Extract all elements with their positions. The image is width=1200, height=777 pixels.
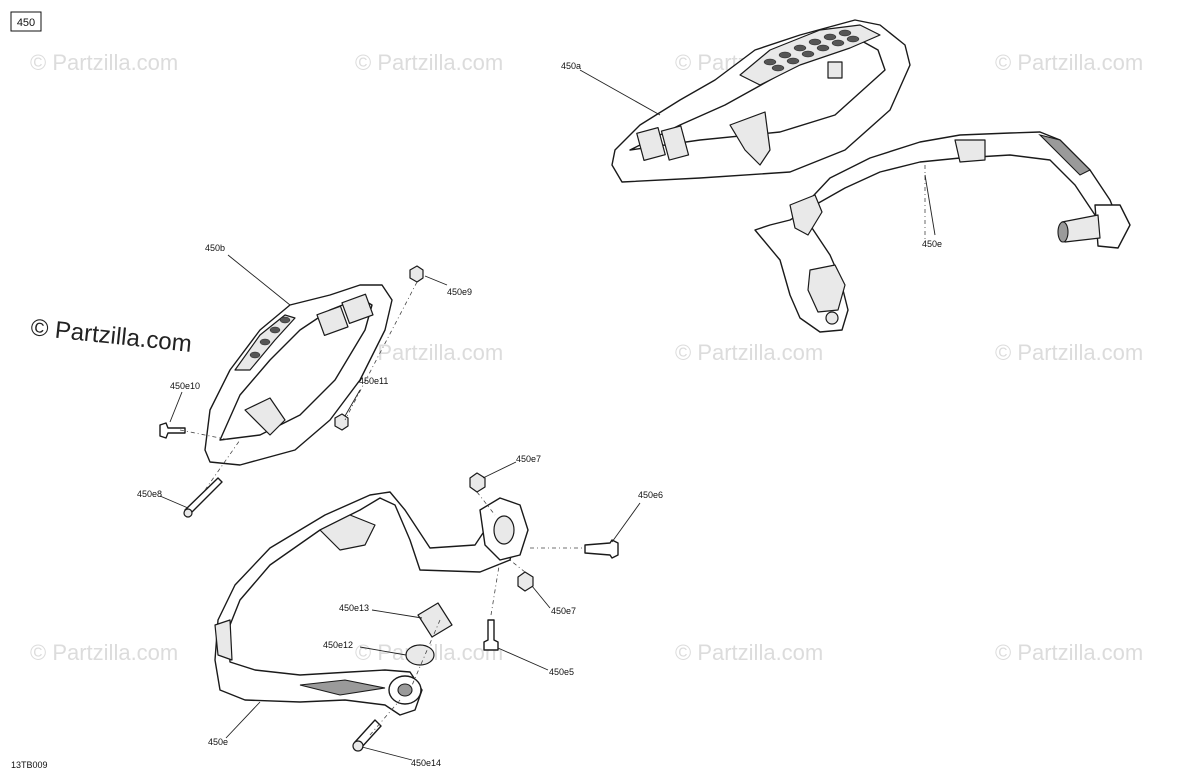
part-450a-handguard-shell[interactable] [611, 19, 911, 183]
watermarks: © Partzilla.com © Partzilla.com © Partzi… [29, 50, 1143, 665]
spacer-450e13 [417, 602, 453, 638]
callout-450e-lower: 450e [208, 737, 228, 747]
callout-450e12: 450e12 [323, 640, 353, 650]
screw-450e5 [483, 619, 499, 651]
callout-450e7-upper: 450e7 [516, 454, 541, 464]
callout-450e13: 450e13 [339, 603, 369, 613]
nut-450e11 [334, 413, 349, 431]
callout-450e11: 450e11 [359, 376, 388, 386]
callout-450e5: 450e5 [549, 667, 574, 677]
part-450e-handguard-bar-upper[interactable] [754, 131, 1131, 333]
watermark: © Partzilla.com [995, 640, 1143, 665]
callout-450e7-lower: 450e7 [551, 606, 576, 616]
screw-450e6 [584, 539, 619, 559]
part-450e-handguard-bar-lower[interactable] [214, 491, 529, 716]
screw-450e8 [184, 477, 223, 515]
callout-450e8: 450e8 [137, 489, 162, 499]
diagram-id: 450 [17, 17, 35, 29]
watermark: © Partzilla.com [30, 50, 178, 75]
leader-lines [159, 69, 936, 761]
watermark-main: © Partzilla.com [29, 314, 193, 358]
callout-450e6: 450e6 [638, 490, 663, 500]
nut-450e7-bottom [517, 571, 534, 592]
watermark: © Partzilla.com [355, 50, 503, 75]
watermark: © Partzilla.com [995, 340, 1143, 365]
watermark: © Partzilla.com [675, 340, 823, 365]
nut-450e9 [409, 265, 424, 283]
callout-450b: 450b [205, 243, 225, 253]
hardware-lower[interactable] [352, 472, 619, 752]
callout-450e-upper: 450e [922, 239, 942, 249]
callout-450e14: 450e14 [411, 758, 441, 768]
screw-450e10 [159, 422, 186, 439]
hardware-450b[interactable] [159, 265, 424, 518]
watermark: © Partzilla.com [675, 640, 823, 665]
drawing-code: 13TB009 [11, 760, 48, 770]
callout-450e9: 450e9 [447, 287, 472, 297]
diagram-id-box [10, 11, 42, 32]
watermark: © Partzilla.com [30, 640, 178, 665]
callout-450a: 450a [561, 61, 581, 71]
part-450b-handguard-shell[interactable] [204, 284, 393, 466]
bushing-450e12 [405, 644, 435, 666]
callout-450e10: 450e10 [170, 381, 200, 391]
assembly-lines [179, 165, 926, 736]
nut-450e7-top [469, 472, 486, 493]
callout-labels: 450a 450b 450e 450e9 450e11 450e10 450e8… [137, 61, 942, 768]
watermark: © Partzilla.com [995, 50, 1143, 75]
watermark: © Partzilla.com [355, 340, 503, 365]
